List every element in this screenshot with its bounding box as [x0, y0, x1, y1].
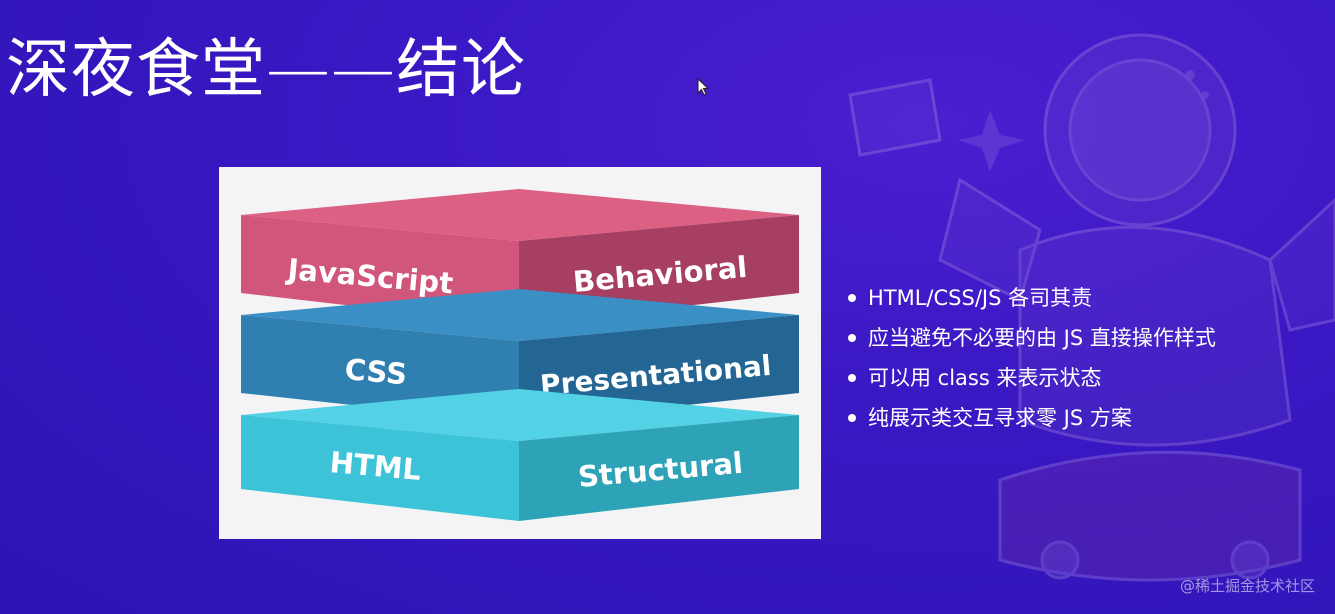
watermark: @稀土掘金技术社区	[1179, 577, 1315, 595]
layer-css-label: CSS	[343, 352, 408, 391]
bullet-item: 应当避免不必要的由 JS 直接操作样式	[846, 324, 1216, 364]
bullet-item: 可以用 class 来表示状态	[846, 364, 1216, 404]
bullet-dot-icon	[848, 334, 856, 342]
layer-stack-svg: JavaScript Behavioral CSS Presentational…	[241, 189, 799, 521]
layer-html-left	[241, 415, 519, 521]
bullet-text: 应当避免不必要的由 JS 直接操作样式	[868, 326, 1216, 350]
bullet-item: 纯展示类交互寻求零 JS 方案	[846, 404, 1216, 444]
layer-css-top	[241, 289, 799, 341]
layer-javascript-top	[241, 189, 799, 241]
bullet-text: 可以用 class 来表示状态	[868, 366, 1102, 390]
bullet-text: HTML/CSS/JS 各司其责	[868, 286, 1093, 310]
bullet-dot-icon	[848, 294, 856, 302]
layer-stack-diagram: JavaScript Behavioral CSS Presentational…	[219, 167, 821, 539]
layer-html-top	[241, 389, 799, 441]
bullet-item: HTML/CSS/JS 各司其责	[846, 284, 1216, 324]
bullet-dot-icon	[848, 414, 856, 422]
layer-html: HTML Structural	[241, 389, 799, 521]
mouse-cursor-icon	[697, 78, 710, 96]
bullet-text: 纯展示类交互寻求零 JS 方案	[868, 406, 1132, 430]
bullet-dot-icon	[848, 374, 856, 382]
layer-html-right	[519, 415, 799, 521]
bullet-list: HTML/CSS/JS 各司其责 应当避免不必要的由 JS 直接操作样式 可以用…	[846, 284, 1216, 444]
slide-title: 深夜食堂——结论	[6, 33, 526, 107]
layer-html-label: HTML	[328, 445, 422, 487]
